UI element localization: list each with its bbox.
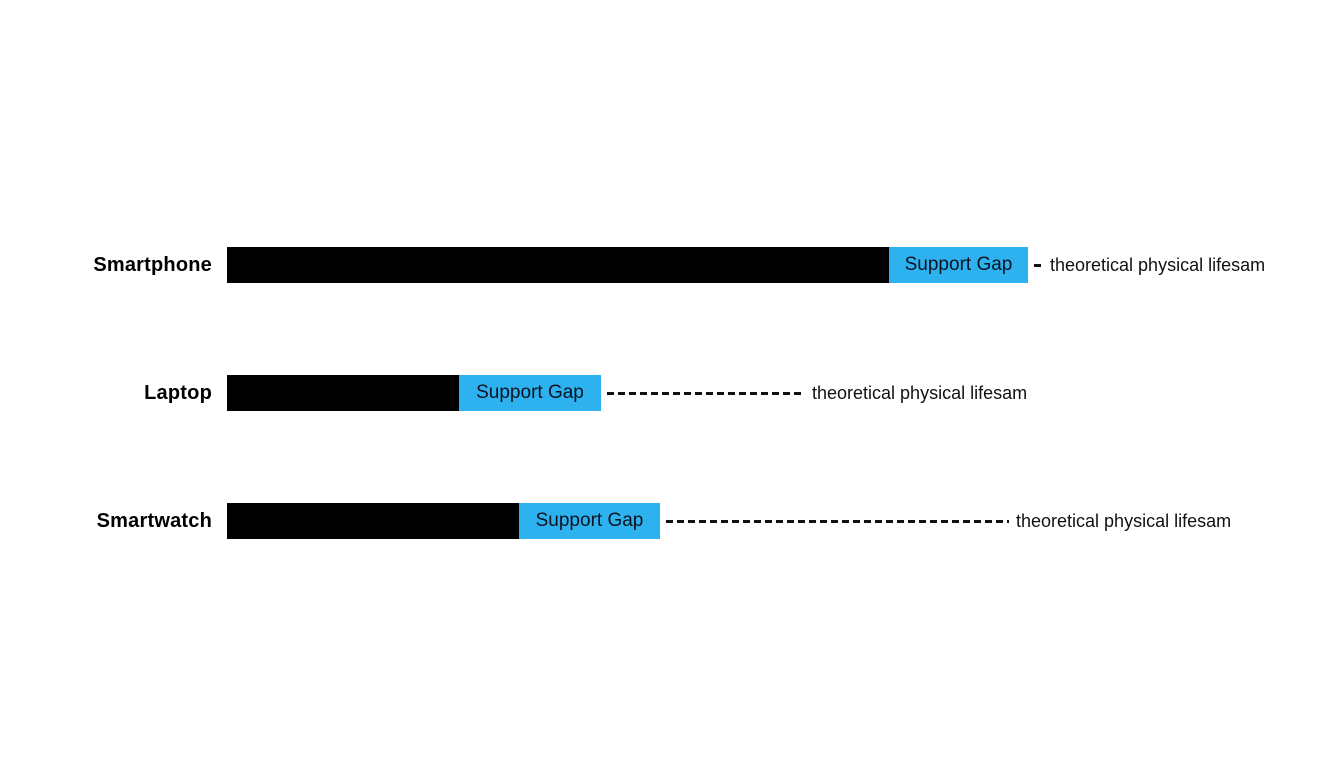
support-gap-label: Support Gap bbox=[535, 510, 644, 531]
support-gap-label: Support Gap bbox=[904, 254, 1013, 275]
lifespan-dashed-line bbox=[666, 519, 1009, 523]
chart-row-smartwatch: Smartwatch Support Gap theoretical physi… bbox=[0, 503, 1344, 539]
category-label: Smartwatch bbox=[96, 509, 212, 532]
lifespan-dashed-line bbox=[607, 391, 805, 395]
support-gap-label: Support Gap bbox=[476, 382, 584, 403]
lifespan-annotation: theoretical physical lifesam bbox=[812, 382, 1028, 403]
category-label: Laptop bbox=[144, 381, 212, 404]
support-period-bar bbox=[227, 375, 459, 411]
category-label: Smartphone bbox=[93, 253, 212, 276]
support-period-bar bbox=[227, 247, 889, 283]
lifespan-dashed-line bbox=[1034, 263, 1043, 267]
support-gap-bar: Support Gap bbox=[519, 503, 660, 539]
lifespan-annotation: theoretical physical lifesam bbox=[1016, 510, 1232, 531]
support-gap-bar: Support Gap bbox=[459, 375, 601, 411]
lifespan-annotation: theoretical physical lifesam bbox=[1050, 254, 1266, 275]
chart-row-smartphone: Smartphone Support Gap theoretical physi… bbox=[0, 247, 1344, 283]
support-gap-bar: Support Gap bbox=[889, 247, 1028, 283]
chart-row-laptop: Laptop Support Gap theoretical physical … bbox=[0, 375, 1344, 411]
support-period-bar bbox=[227, 503, 519, 539]
